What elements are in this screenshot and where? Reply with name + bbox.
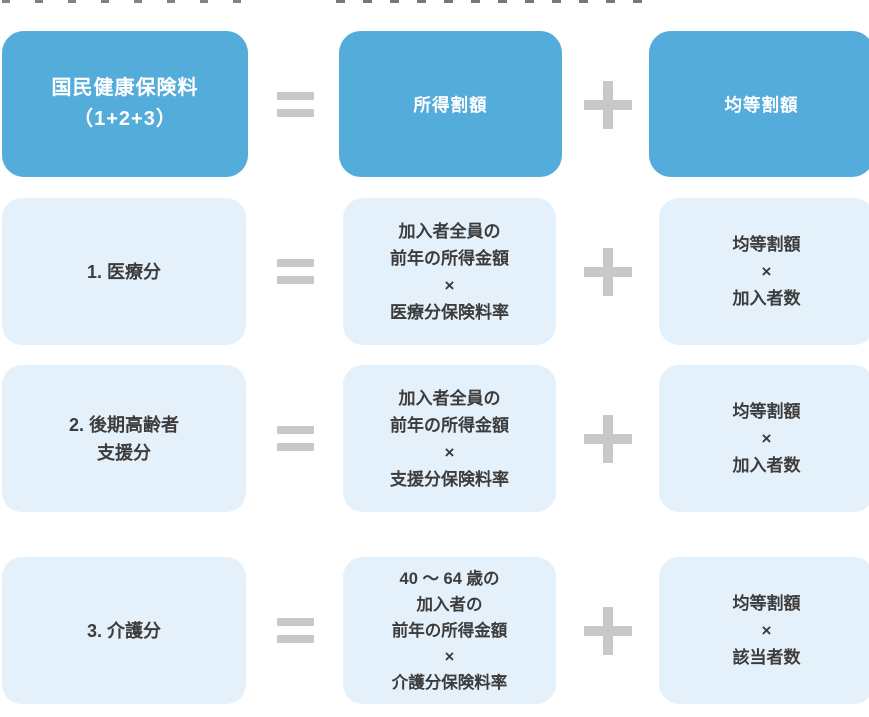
care-income-formula-box: 40 ～ 64 歳の 加入者の 前年の所得金額 × 介護分保険料率 bbox=[343, 557, 556, 704]
equals-bar bbox=[277, 276, 314, 284]
equals-bar bbox=[277, 109, 314, 117]
plus-bar bbox=[603, 415, 613, 463]
total-premium-box: 国民健康保険料 （1+2+3） bbox=[2, 31, 248, 177]
plus-bar bbox=[603, 248, 613, 296]
equals-bar bbox=[277, 259, 314, 267]
cropped-heading-fragment bbox=[2, 0, 260, 3]
equals-bar bbox=[277, 92, 314, 100]
medical-percapita-formula: 均等割額 × 加入者数 bbox=[732, 235, 801, 308]
support-percapita-formula: 均等割額 × 加入者数 bbox=[732, 402, 801, 475]
support-income-formula-box: 加入者全員の 前年の所得金額 × 支援分保険料率 bbox=[343, 365, 556, 512]
income-based-amount-label: 所得割額 bbox=[413, 94, 488, 115]
total-premium-label: 国民健康保険料 （1+2+3） bbox=[51, 77, 199, 130]
equals-bar bbox=[277, 443, 314, 451]
per-capita-amount-box: 均等割額 bbox=[649, 31, 869, 177]
income-based-amount-box: 所得割額 bbox=[339, 31, 562, 177]
cropped-heading-fragment bbox=[336, 0, 648, 3]
support-income-formula: 加入者全員の 前年の所得金額 × 支援分保険料率 bbox=[390, 388, 509, 489]
medical-portion-label: 1. 医療分 bbox=[86, 261, 161, 282]
plus-bar bbox=[603, 81, 613, 129]
plus-operator bbox=[584, 81, 632, 129]
equals-operator bbox=[277, 259, 314, 284]
equals-operator bbox=[277, 426, 314, 451]
support-percapita-formula-box: 均等割額 × 加入者数 bbox=[659, 365, 869, 512]
nursing-care-portion-label: 3. 介護分 bbox=[86, 620, 161, 641]
elderly-support-portion-box: 2. 後期高齢者 支援分 bbox=[2, 365, 246, 512]
plus-operator bbox=[584, 248, 632, 296]
equals-bar bbox=[277, 426, 314, 434]
equals-operator bbox=[277, 92, 314, 117]
equals-operator bbox=[277, 618, 314, 643]
equals-bar bbox=[277, 618, 314, 626]
per-capita-amount-label: 均等割額 bbox=[724, 94, 799, 115]
elderly-support-portion-label: 2. 後期高齢者 支援分 bbox=[68, 414, 179, 463]
medical-income-formula: 加入者全員の 前年の所得金額 × 医療分保険料率 bbox=[390, 221, 509, 322]
medical-portion-box: 1. 医療分 bbox=[2, 198, 246, 345]
medical-income-formula-box: 加入者全員の 前年の所得金額 × 医療分保険料率 bbox=[343, 198, 556, 345]
care-income-formula: 40 ～ 64 歳の 加入者の 前年の所得金額 × 介護分保険料率 bbox=[391, 569, 508, 692]
plus-bar bbox=[603, 607, 613, 655]
care-percapita-formula: 均等割額 × 該当者数 bbox=[732, 594, 801, 667]
nursing-care-portion-box: 3. 介護分 bbox=[2, 557, 246, 704]
equals-bar bbox=[277, 635, 314, 643]
medical-percapita-formula-box: 均等割額 × 加入者数 bbox=[659, 198, 869, 345]
plus-operator bbox=[584, 607, 632, 655]
plus-operator bbox=[584, 415, 632, 463]
care-percapita-formula-box: 均等割額 × 該当者数 bbox=[659, 557, 869, 704]
